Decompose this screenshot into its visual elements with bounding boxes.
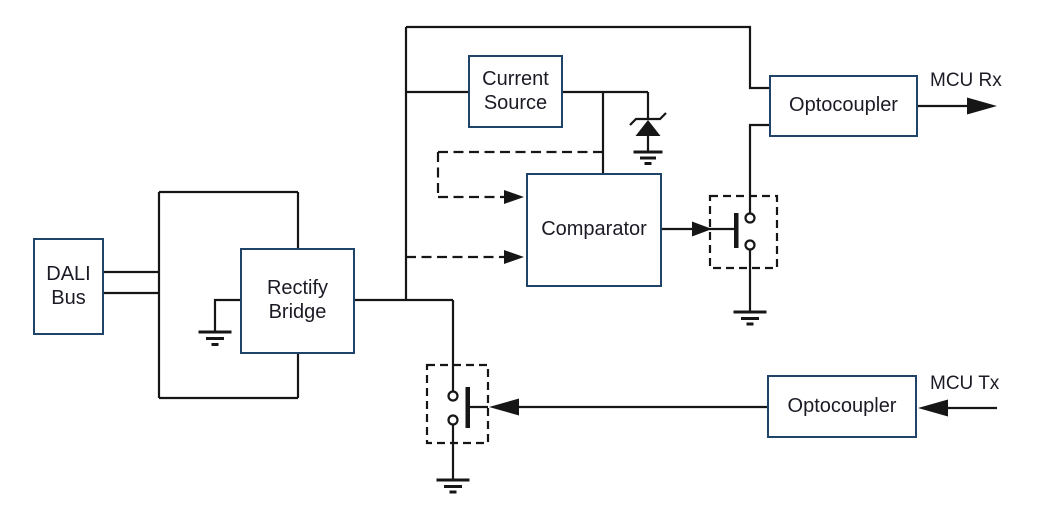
block-label: Optocoupler: [787, 394, 897, 417]
arrow-mcu-rx-icon: [967, 97, 997, 115]
block-optocoupler-tx: Optocoupler: [767, 375, 917, 438]
ground-icon: [733, 310, 767, 326]
block-label: Optocoupler: [789, 94, 898, 117]
ground-icon: [198, 330, 232, 346]
label-mcu-rx: MCU Rx: [930, 70, 1002, 91]
block-comparator: Comparator: [526, 173, 662, 287]
block-label: Bus: [51, 286, 86, 309]
transistor-switch-icon: [708, 194, 779, 270]
arrow-comparator-input-upper-icon: [504, 190, 524, 204]
ground-icon: [633, 150, 663, 165]
block-label: Current: [482, 67, 549, 90]
solid-wires: [104, 25, 997, 480]
block-dali-bus: DALI Bus: [33, 238, 104, 335]
block-rectify-bridge: Rectify Bridge: [240, 248, 355, 354]
block-label: Source: [483, 91, 548, 114]
block-label: Comparator: [541, 218, 647, 241]
block-current-source: Current Source: [468, 55, 563, 128]
block-optocoupler-rx: Optocoupler: [769, 75, 918, 137]
block-label: Bridge: [268, 301, 327, 323]
transistor-switch-icon: [425, 363, 490, 445]
label-mcu-tx: MCU Tx: [930, 373, 1000, 394]
arrow-comparator-input-lower-icon: [504, 250, 524, 264]
zener-diode-icon: [629, 112, 667, 136]
arrow-comparator-output-icon: [692, 221, 712, 237]
ground-icon: [436, 478, 470, 494]
dashed-wires: [406, 150, 603, 259]
arrow-into-tx-switch-icon: [489, 398, 519, 416]
block-label: DALI: [46, 262, 91, 285]
block-label: Rectify: [266, 277, 329, 300]
arrow-mcu-tx-icon: [918, 399, 948, 417]
